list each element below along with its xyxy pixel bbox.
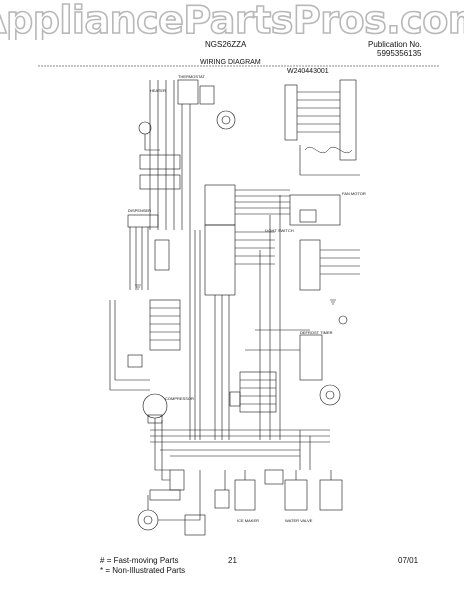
legend-symbol: # [100, 556, 105, 565]
center-wire-harness [189, 184, 290, 440]
legend-non-illustrated: * = Non-Illustrated Parts [100, 566, 185, 575]
legend-text: = Non-Illustrated Parts [105, 566, 186, 575]
label-water-valve: WATER VALVE [285, 518, 313, 523]
label-defrost-timer: DEFROST TIMER [300, 330, 333, 335]
legend-fast-moving: # = Fast-moving Parts [100, 556, 179, 565]
page-number: 21 [228, 556, 237, 565]
legend-symbol: * [100, 566, 104, 575]
label-thermostat: THERMOSTAT [178, 74, 206, 79]
model-number: NGS26ZZA [205, 40, 247, 49]
top-right-terminal-block [284, 79, 360, 176]
watermark-text: AppliancePartsPros.com [0, 0, 464, 40]
watermark-logo: AppliancePartsPros.com [0, 0, 464, 40]
label-dispenser: DISPENSER [128, 208, 151, 213]
label-ice-maker: ICE MAKER [237, 518, 259, 523]
lower-harness [150, 371, 330, 470]
label-heater: HEATER [150, 88, 166, 93]
diagram-code: W240443001 [287, 68, 329, 75]
footer-date: 07/01 [398, 556, 419, 565]
ground-symbols [135, 284, 336, 305]
section-title: WIRING DIAGRAM [200, 59, 261, 66]
label-light-switch: LIGHT SWITCH [265, 228, 294, 233]
right-control-section [245, 194, 360, 440]
bottom-left-motor [137, 470, 206, 536]
legend-text: = Fast-moving Parts [106, 556, 179, 565]
label-compressor: COMPRESSOR [165, 396, 194, 401]
publication-number: 5995356135 [377, 49, 422, 58]
compressor-area [142, 393, 185, 501]
label-fan-motor: FAN MOTOR [342, 191, 366, 196]
left-dispenser-section [109, 214, 181, 391]
bottom-components [214, 469, 343, 511]
publication-label: Publication No. [368, 40, 422, 49]
diagram-text-labels: HEATER FAN MOTOR COMPRESSOR DEFROST TIME… [128, 74, 366, 523]
left-component-column [138, 79, 236, 230]
